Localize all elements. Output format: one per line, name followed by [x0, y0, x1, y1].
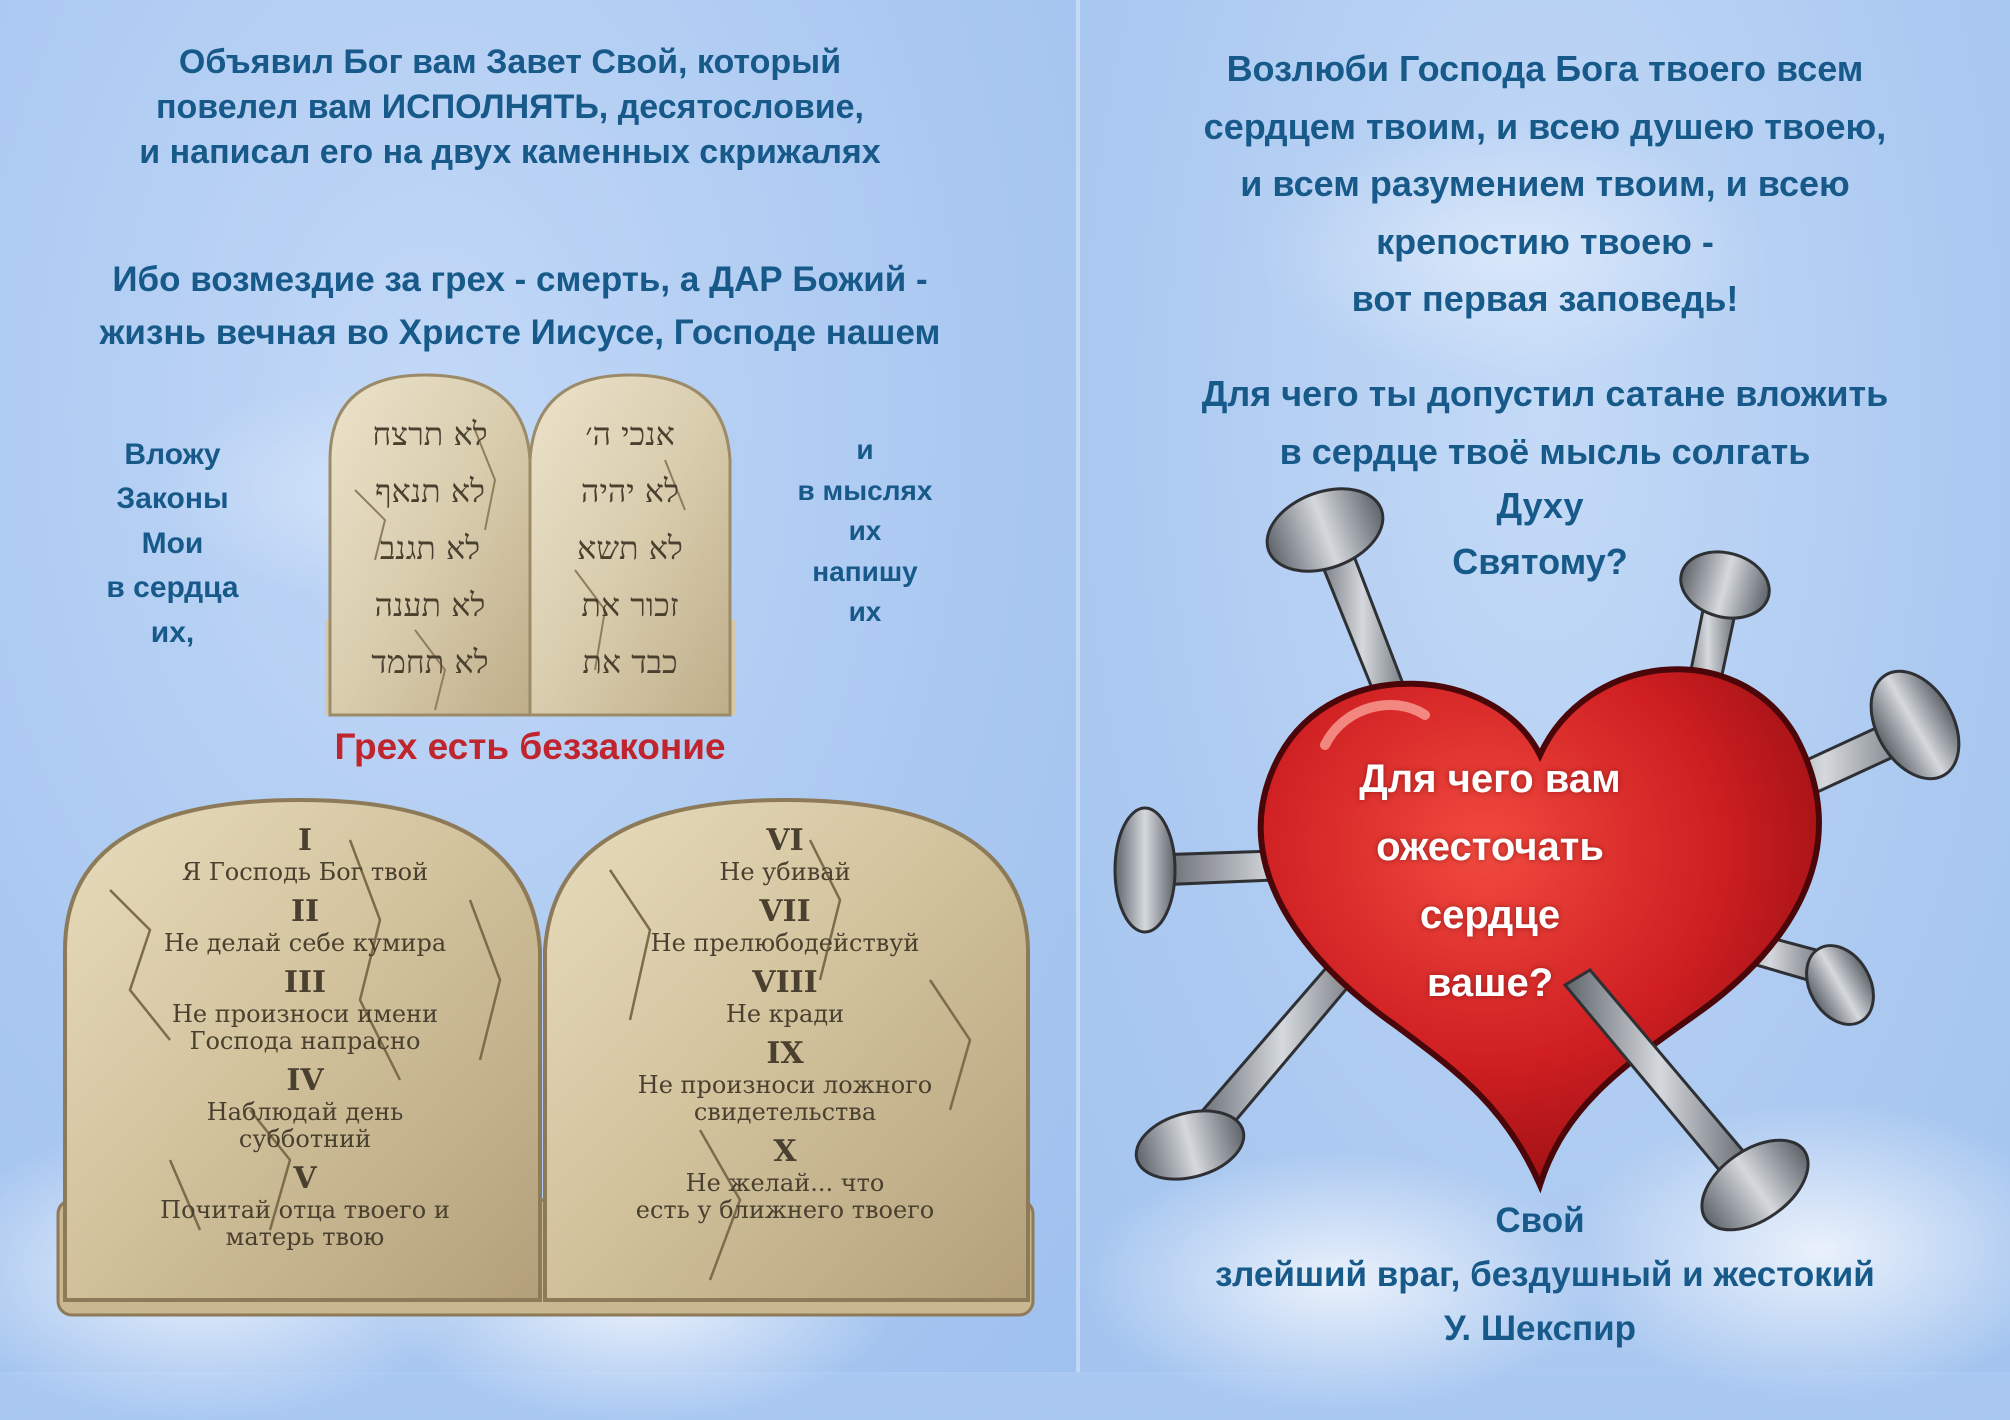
cloud [1250, 120, 1770, 380]
heart-question-text: Для чего вам ожесточать сердце ваше? [1359, 757, 1621, 1005]
commandment-text: есть у ближнего твоего [636, 1196, 934, 1224]
tablet-right-slab [528, 373, 732, 717]
commandment-text: Не прелюбодействуй [651, 929, 920, 957]
commandment-numeral: VIII [751, 965, 817, 1000]
commandment-text: Почитай отца твоего и [160, 1196, 450, 1224]
commandment-text: Не желай... что [686, 1169, 885, 1197]
nail-head [1869, 669, 1961, 781]
tablet-right [543, 797, 1030, 1302]
first-commandment-text: Возлюби Господа Бога твоего всем сердцем… [1203, 48, 1887, 320]
tablet-left-slab [328, 373, 532, 717]
panel-divider [1076, 0, 1080, 1372]
commandment-numeral: VI [765, 823, 803, 858]
commandment-numeral: I [298, 823, 312, 858]
commandment-text: свидетельства [694, 1098, 876, 1126]
hebrew-line: לא תענה [375, 586, 486, 624]
hebrew-line: לא תחמד [371, 643, 488, 681]
to-holy-spirit-text: Духу Святому? [1452, 485, 1628, 582]
commandment-text: Наблюдай день [207, 1098, 404, 1126]
hebrew-line: לא יהיה [581, 472, 679, 510]
commandment-numeral: III [284, 965, 326, 1000]
commandment-numeral: IX [766, 1036, 804, 1071]
commandment-numeral: VII [758, 894, 810, 929]
cloud [1080, 1150, 1600, 1410]
nail-head [1679, 550, 1771, 620]
hebrew-line: כבד את [582, 643, 677, 681]
commandment-text: Не делай себе кумира [164, 929, 446, 957]
hebrew-line: אנכי ה׳ [585, 415, 675, 453]
nail-head [1265, 487, 1385, 573]
hebrew-line: לא תרצח [372, 415, 487, 453]
tablet-cracks [109, 839, 972, 1281]
wages-of-sin-text: Ибо возмездие за грех - смерть, а ДАР Бо… [99, 260, 941, 352]
commandment-numeral: II [291, 894, 319, 929]
quote-line-1: Свой [1495, 1201, 1585, 1240]
tablet-left [63, 797, 542, 1302]
quote-author: У. Шекспир [1443, 1309, 1637, 1348]
nail-head [1134, 1109, 1246, 1181]
in-thoughts-text: и в мыслях их напишу их [797, 434, 933, 628]
nail-head [1113, 806, 1177, 934]
hebrew-line: לא תשא [577, 529, 683, 567]
heart-with-nails-illustration [1113, 487, 1961, 1232]
commandment-text: субботний [239, 1125, 371, 1153]
commandment-text: матерь твою [226, 1223, 385, 1251]
commandment-text: Не кради [726, 1000, 844, 1028]
question-text: Для чего ты допустил сатане вложить в се… [1201, 373, 1889, 472]
nail-head [1805, 944, 1875, 1026]
commandment-numeral: X [773, 1134, 797, 1169]
commandment-text: Я Господь Бог твой [182, 858, 428, 886]
commandment-text: Не произноси имени [172, 1000, 438, 1028]
hebrew-line: לא תגנב [380, 529, 480, 567]
commandment-text: Не убивай [719, 858, 850, 886]
tablet-cracks [354, 429, 686, 711]
commandment-text: Не произноси ложного [638, 1071, 932, 1099]
hebrew-line: לא תנאף [375, 472, 485, 510]
commandment-text: Господа напрасно [190, 1027, 421, 1055]
hebrew-line: זכור את [581, 586, 678, 624]
hebrew-tablets-illustration: לא תרצח לא תנאף לא תגנב לא תענה לא תחמד אנכי… [325, 373, 735, 717]
commandment-numeral: IV [286, 1063, 324, 1098]
heart-highlight [1320, 700, 1430, 750]
quote-line-2: злейший враг, бездушный и жестокий [1215, 1255, 1875, 1294]
covenant-text: Объявил Бог вам Завет Свой, который пове… [139, 43, 881, 171]
heart-shape [1257, 666, 1822, 1194]
laws-in-hearts-text: Вложу Законы Мои в сердца их, [106, 438, 239, 649]
commandment-numeral: V [292, 1161, 317, 1196]
nail-head [1700, 1138, 1810, 1232]
sin-is-lawlessness-text: Грех есть беззаконие [334, 726, 726, 767]
nails-front [1562, 968, 1810, 1232]
